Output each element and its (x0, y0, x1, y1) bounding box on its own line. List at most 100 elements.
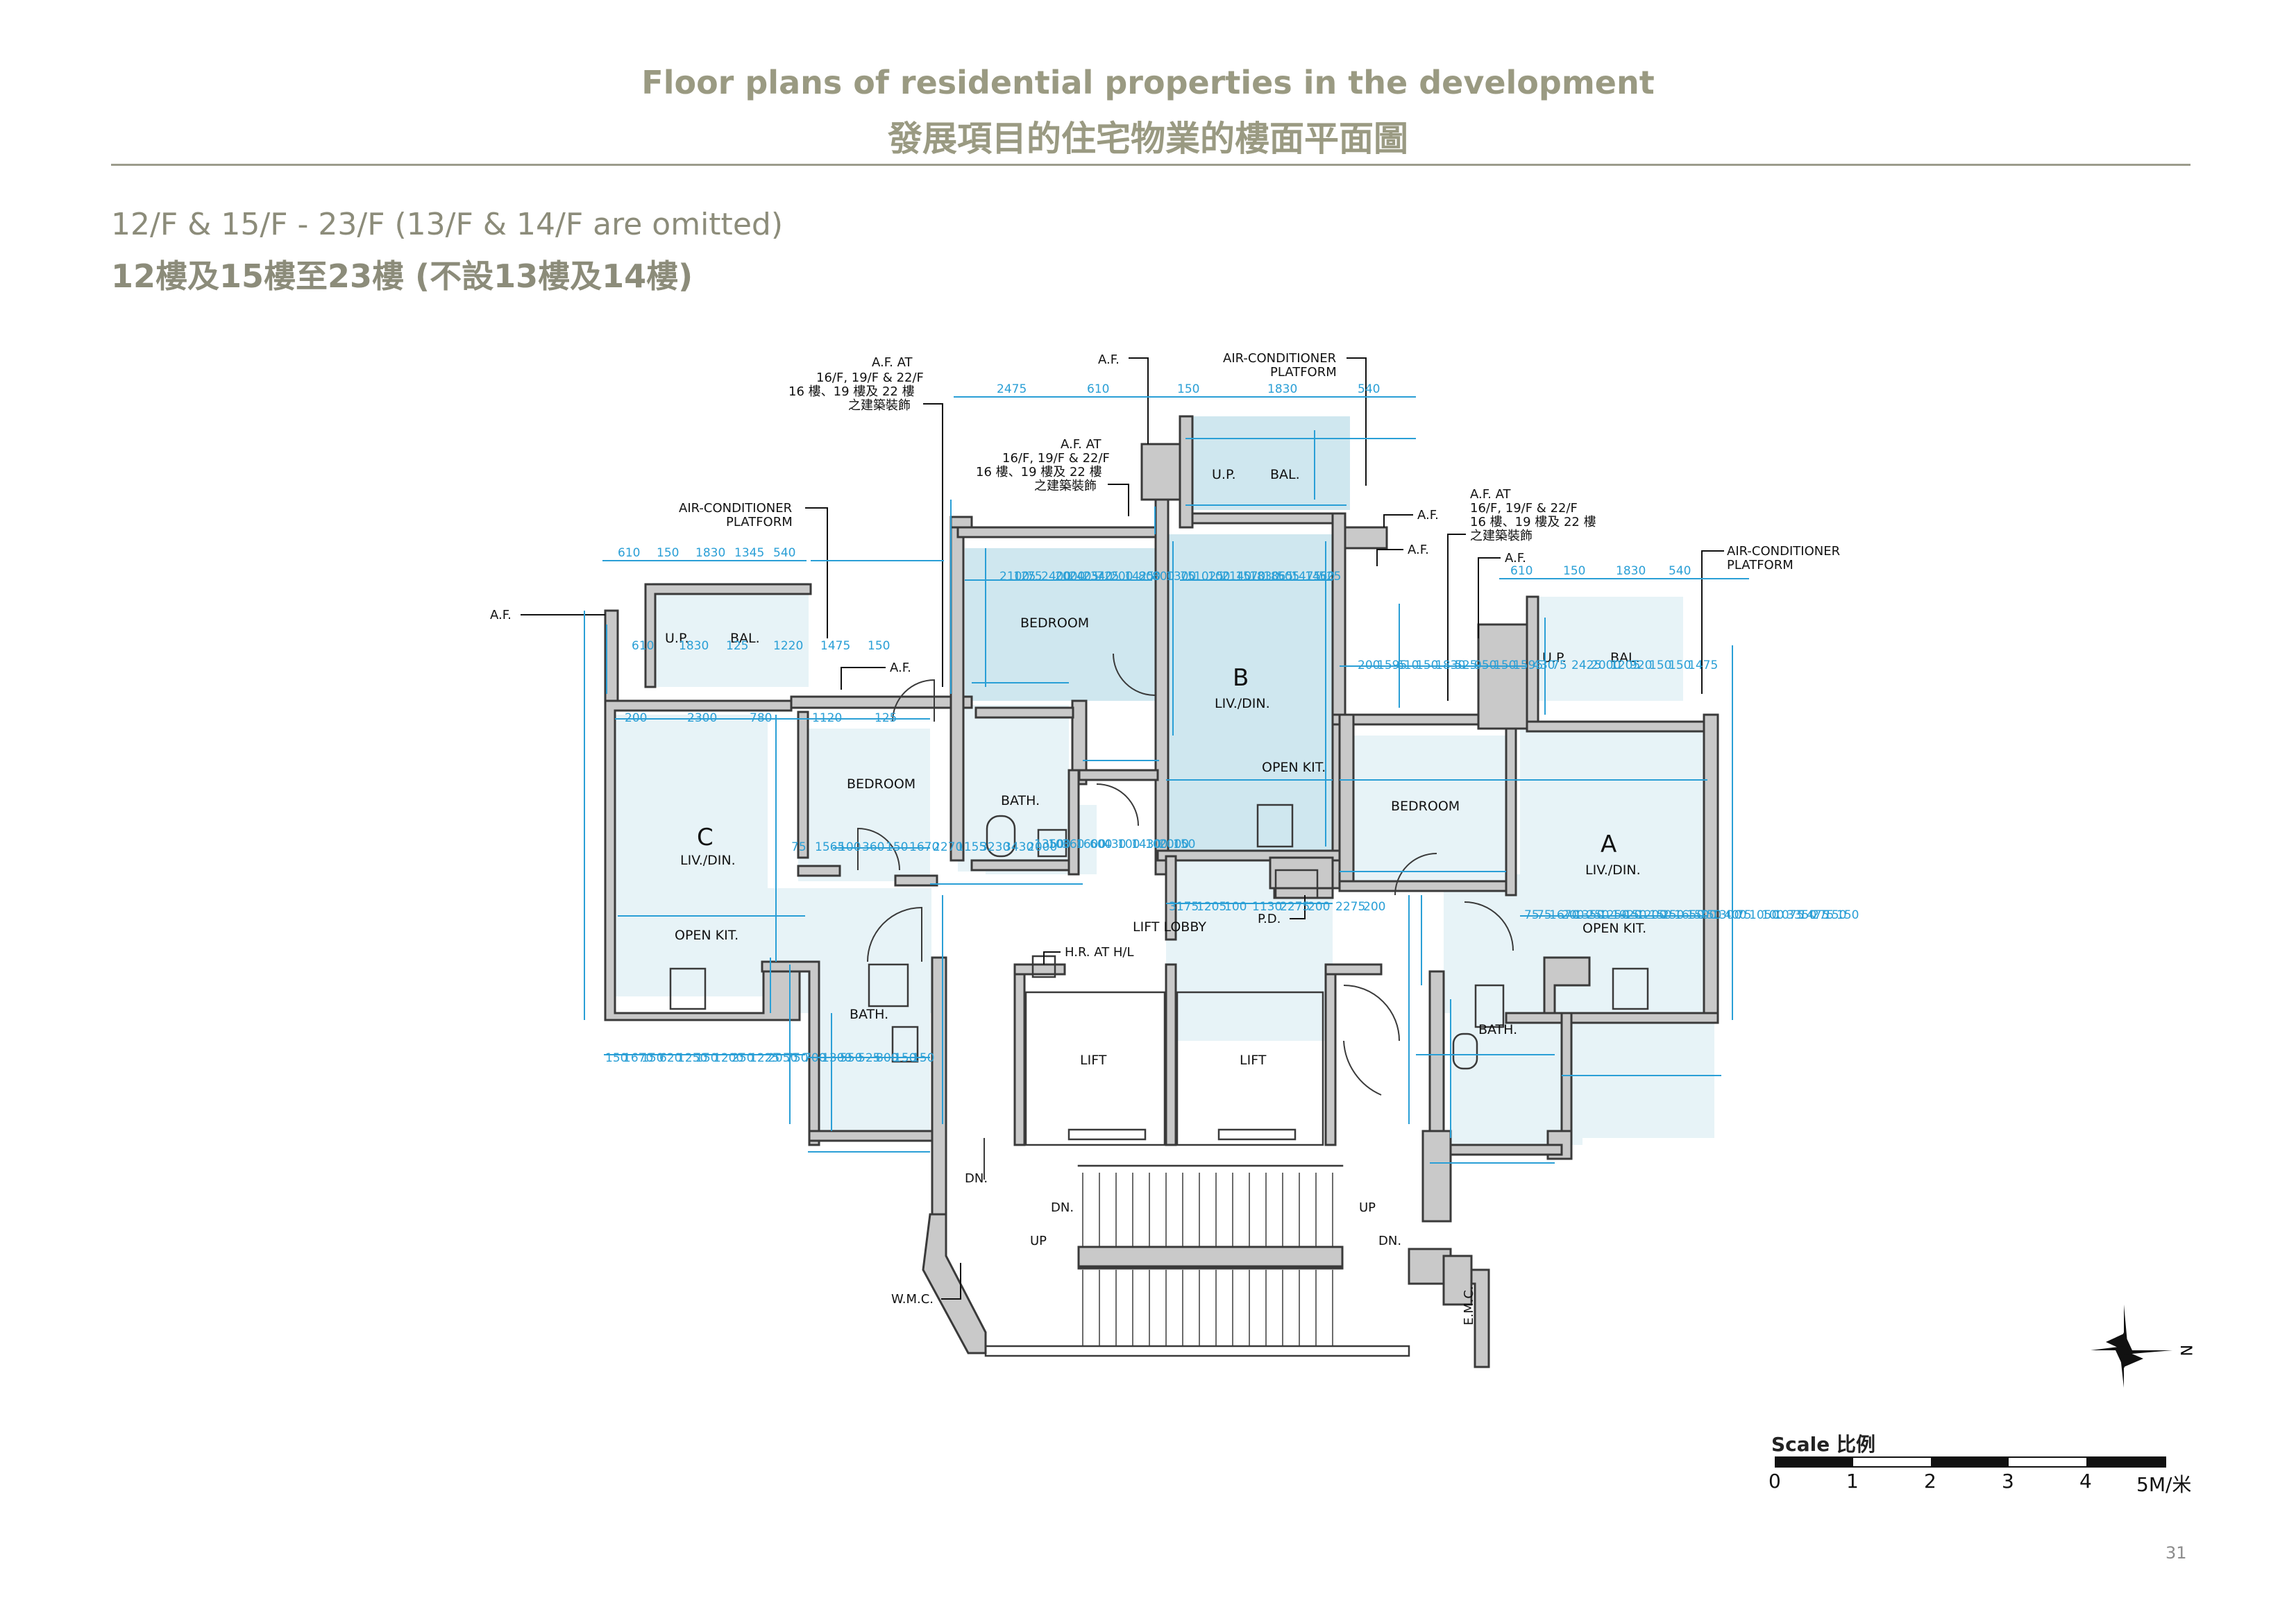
dimension-b-bath-4: 600 (1090, 838, 1112, 851)
dimension-c-bot-15: 800 (876, 1051, 898, 1065)
unit-a-bal-label: BAL. (1610, 650, 1640, 665)
dimension-b-bath-8: 100 (1145, 838, 1167, 851)
scale-title: Scale 比例 (1771, 1433, 1875, 1456)
dimension-a-bot-21: 3350 (1787, 908, 1816, 922)
stair-dn-1: DN. (965, 1171, 988, 1186)
dimension-b-top-7: 725 (1097, 570, 1119, 584)
dimension-c-bot-14: 525 (858, 1051, 880, 1065)
unit-c-walls (604, 526, 973, 1146)
dimension-lobby-7: 200 (1363, 900, 1385, 914)
dimension-b-top-12: 1300 (1166, 570, 1196, 584)
dimension-c-bot-13: 550 (840, 1051, 862, 1065)
dimension-a-bot-20: 1075 (1774, 908, 1804, 922)
dimension-b-top-22: 1460 (1305, 570, 1335, 584)
ac-platform-a-line1: AIR-CONDITIONER (1727, 544, 1840, 559)
af-at-note-1-line1: A.F. AT (872, 355, 913, 370)
dimension-c-room-1: 1565 (815, 840, 845, 854)
dimension-a-top-0: 200 (1358, 658, 1380, 672)
dimension-lobby-2: 100 (1224, 900, 1247, 914)
unit-c-open-kit-label: OPEN KIT. (675, 928, 738, 943)
ac-platform-a-line2: PLATFORM (1727, 558, 1793, 572)
dimension-c-bot-0: 150 (605, 1051, 627, 1065)
dimension-a-top-6: 950 (1474, 658, 1496, 672)
unit-a-walls (1338, 595, 1719, 1209)
scale-tick-5: 5M/米 (2136, 1473, 2192, 1496)
dimension-top-b-2: 150 (1177, 382, 1199, 396)
scale-tick-1: 1 (1846, 1470, 1859, 1493)
dimension-top-b-0: 2475 (997, 382, 1027, 396)
dimension-a-bot-10: 150 (1649, 908, 1671, 922)
dimension-lobby-6: 2275 (1335, 900, 1365, 914)
dimension-top-c-4: 540 (773, 546, 795, 560)
dimension-b-top-5: 2405 (1069, 570, 1099, 584)
dimension-a-top-17: 1475 (1688, 658, 1718, 672)
unit-c-letter: C (697, 824, 714, 851)
unit-c-up-label: U.P. (665, 631, 689, 646)
dimension-a-top-9: 430 (1533, 658, 1555, 672)
dimension-c-bal-2: 125 (726, 639, 748, 653)
dimension-a-bot-19: 100 (1762, 908, 1784, 922)
dimension-c-bal-3: 1220 (773, 639, 803, 653)
af-at-note-3-line1: A.F. AT (1470, 487, 1512, 502)
unit-c-bedroom-label: BEDROOM (847, 776, 915, 792)
unit-b-liv-din-label: LIV./DIN. (1215, 696, 1270, 711)
dimension-top-c-3: 1345 (734, 546, 764, 560)
dimension-c-bot-17: 150 (912, 1051, 934, 1065)
af-at-note-2-line2: 16/F, 19/F & 22/F (1002, 451, 1110, 466)
dimension-lobby-3: 1130 (1252, 900, 1282, 914)
af-at-note-2-line1: A.F. AT (1061, 437, 1102, 452)
af-note-a: A.F. (1505, 551, 1526, 566)
unit-a-open-kit-label: OPEN KIT. (1582, 921, 1646, 936)
dimension-a-top-16: 150 (1669, 658, 1691, 672)
scale-tick-0: 0 (1769, 1470, 1781, 1493)
dimension-b-top-21: 1475 (1291, 570, 1321, 584)
dimension-c-bot-11: 700 (804, 1051, 826, 1065)
dimension-b-top-19: 1865 (1263, 570, 1293, 584)
af-note-c: A.F. (890, 661, 911, 675)
dimension-lobby-5: 200 (1308, 900, 1330, 914)
dimension-c-bot-4: 1250 (677, 1051, 707, 1065)
annotations: A.F. AT 16/F, 19/F & 22/F 16 樓、19 樓及 22 … (490, 351, 1840, 1325)
lift-1-label: LIFT (1080, 1053, 1107, 1068)
stair-treads (1082, 1173, 1333, 1346)
dimension-b-bath-2: 360 (1062, 838, 1084, 851)
dimension-b-top-8: 200 (1111, 570, 1133, 584)
floor-label-en: 12/F & 15/F - 23/F (13/F & 14/F are omit… (111, 207, 783, 242)
page-number: 31 (2166, 1543, 2187, 1563)
dimension-b-top-6: 2340 (1083, 570, 1113, 584)
af-at-note-3-line2: 16/F, 19/F & 22/F (1470, 501, 1578, 516)
dimension-b-top-16: 2140 (1222, 570, 1251, 584)
dimension-b-top-10: 800 (1138, 570, 1160, 584)
hr-note: H.R. AT H/L (1065, 945, 1134, 960)
dimension-b-top-1: 125 (1013, 570, 1036, 584)
dimension-c-bot-7: 250 (732, 1051, 754, 1065)
dimension-c-bot-16: 150 (894, 1051, 916, 1065)
ac-platform-b-line1: AIR-CONDITIONER (1223, 351, 1336, 366)
dimension-c-room-9: 3430 (1004, 840, 1033, 854)
dimension-top-c-0: 610 (618, 546, 640, 560)
af-note-left: A.F. (490, 608, 512, 622)
room-labels: C LIV./DIN. OPEN KIT. BEDROOM BATH. U.P.… (665, 467, 1646, 1068)
dimension-c-mid-0: 200 (625, 711, 647, 725)
dimension-a-top-2: 610 (1396, 658, 1419, 672)
north-label: N (2177, 1345, 2194, 1356)
lift-2-label: LIFT (1240, 1053, 1267, 1068)
dimension-c-room-5: 1670 (909, 840, 939, 854)
dimension-c-room-7: 1155 (956, 840, 986, 854)
dimension-c-bot-12: 1300 (822, 1051, 852, 1065)
dimension-a-top-11: 2425 (1571, 658, 1601, 672)
dimension-top-c-2: 1830 (695, 546, 725, 560)
dimension-a-top-10: 75 (1552, 658, 1567, 672)
dimension-c-room-6: 2270 (933, 840, 963, 854)
dimension-b-bath-0: 1350 (1034, 838, 1064, 851)
scale-tick-2: 2 (1924, 1470, 1936, 1493)
dimension-c-room-0: 75 (791, 840, 807, 854)
dimension-a-bot-6: 1250 (1599, 908, 1629, 922)
unit-c-bath-label: BATH. (850, 1007, 888, 1022)
dimension-a-bot-17: 75 (1737, 908, 1752, 922)
dimension-a-bot-5: 250 (1587, 908, 1609, 922)
document-title-en: Floor plans of residential properties in… (641, 64, 1655, 101)
unit-b-letter: B (1233, 664, 1249, 692)
dimension-c-room-3: 360 (862, 840, 884, 854)
unit-a-liv-din-label: LIV./DIN. (1585, 863, 1641, 878)
